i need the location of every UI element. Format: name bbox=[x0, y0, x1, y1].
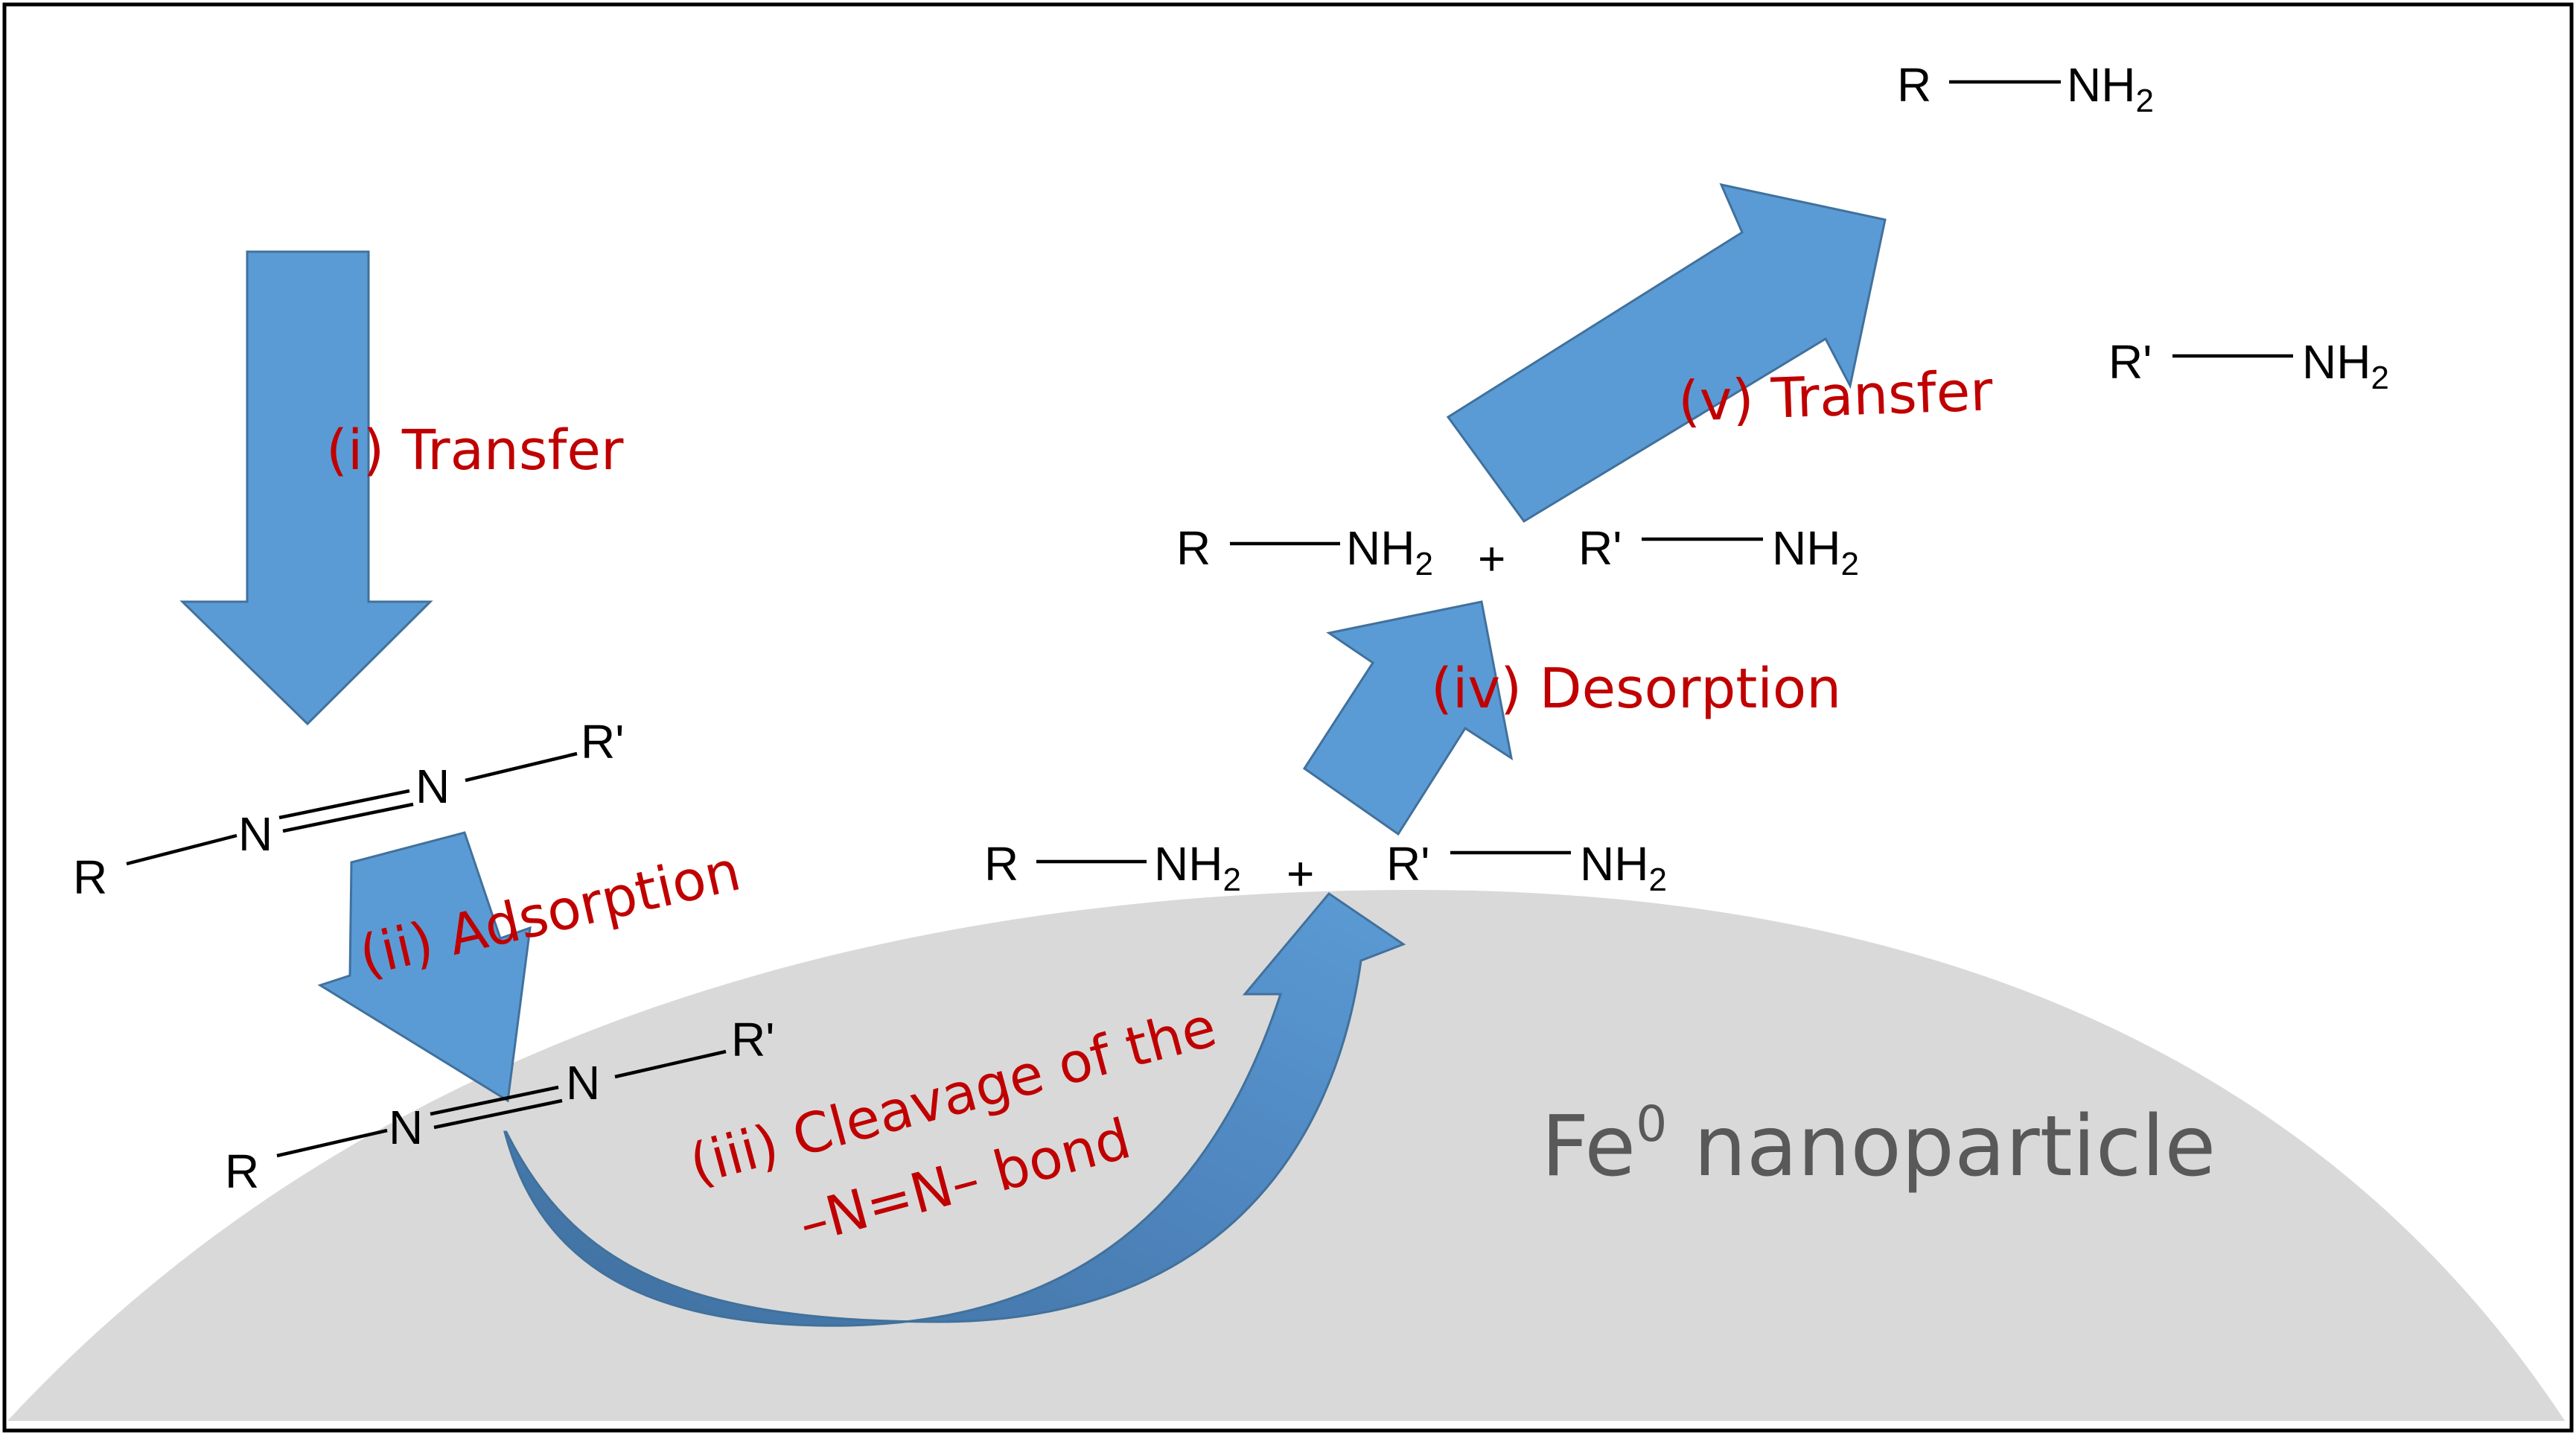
adsorption-arrow bbox=[317, 831, 532, 1103]
svg-text:NH2: NH2 bbox=[1346, 521, 1433, 582]
svg-text:+: + bbox=[1287, 847, 1314, 900]
svg-text:NH2: NH2 bbox=[2302, 335, 2389, 396]
svg-text:R': R' bbox=[1386, 837, 1429, 891]
azo-molecule-solution: R N N R' bbox=[73, 715, 624, 904]
svg-text:R: R bbox=[225, 1145, 259, 1198]
step-iv-desorption-label: (iv) Desorption bbox=[1431, 657, 1841, 721]
svg-text:R': R' bbox=[1578, 521, 1622, 575]
svg-text:+: + bbox=[1478, 532, 1505, 585]
svg-text:N: N bbox=[566, 1056, 600, 1110]
svg-text:R: R bbox=[73, 850, 107, 904]
svg-text:R': R' bbox=[731, 1013, 774, 1066]
azo-molecule-adsorbed: R N N R' bbox=[225, 1013, 774, 1198]
svg-text:R': R' bbox=[581, 715, 624, 769]
cleavage-curved-arrow bbox=[503, 891, 1406, 1327]
svg-text:NH2: NH2 bbox=[1772, 521, 1859, 582]
svg-text:R': R' bbox=[2108, 335, 2152, 389]
svg-text:N: N bbox=[389, 1101, 423, 1154]
cleavage-products-surface: R NH2 + R' NH2 bbox=[984, 837, 1667, 900]
svg-text:R: R bbox=[1176, 521, 1211, 575]
svg-text:N: N bbox=[415, 760, 450, 813]
svg-text:NH2: NH2 bbox=[1580, 837, 1667, 898]
nanoparticle-label: Fe0 nanoparticle bbox=[1541, 1095, 2216, 1195]
svg-text:R: R bbox=[1897, 58, 1931, 112]
transfer-arrow-up bbox=[1446, 182, 1887, 523]
step-v-transfer-label: (v) Transfer bbox=[1677, 359, 1995, 434]
transferred-product-r-amine: R NH2 bbox=[1897, 58, 2154, 119]
svg-text:NH2: NH2 bbox=[1154, 837, 1241, 898]
transfer-arrow-down bbox=[179, 250, 433, 726]
svg-text:N: N bbox=[238, 807, 272, 861]
svg-text:NH2: NH2 bbox=[2067, 58, 2154, 119]
svg-text:R: R bbox=[984, 837, 1018, 891]
step-i-transfer-label: (i) Transfer bbox=[326, 419, 624, 483]
desorbed-products: R NH2 + R' NH2 bbox=[1176, 521, 1859, 585]
transferred-product-r-prime-amine: R' NH2 bbox=[2108, 335, 2389, 396]
desorption-arrow bbox=[1302, 600, 1514, 836]
